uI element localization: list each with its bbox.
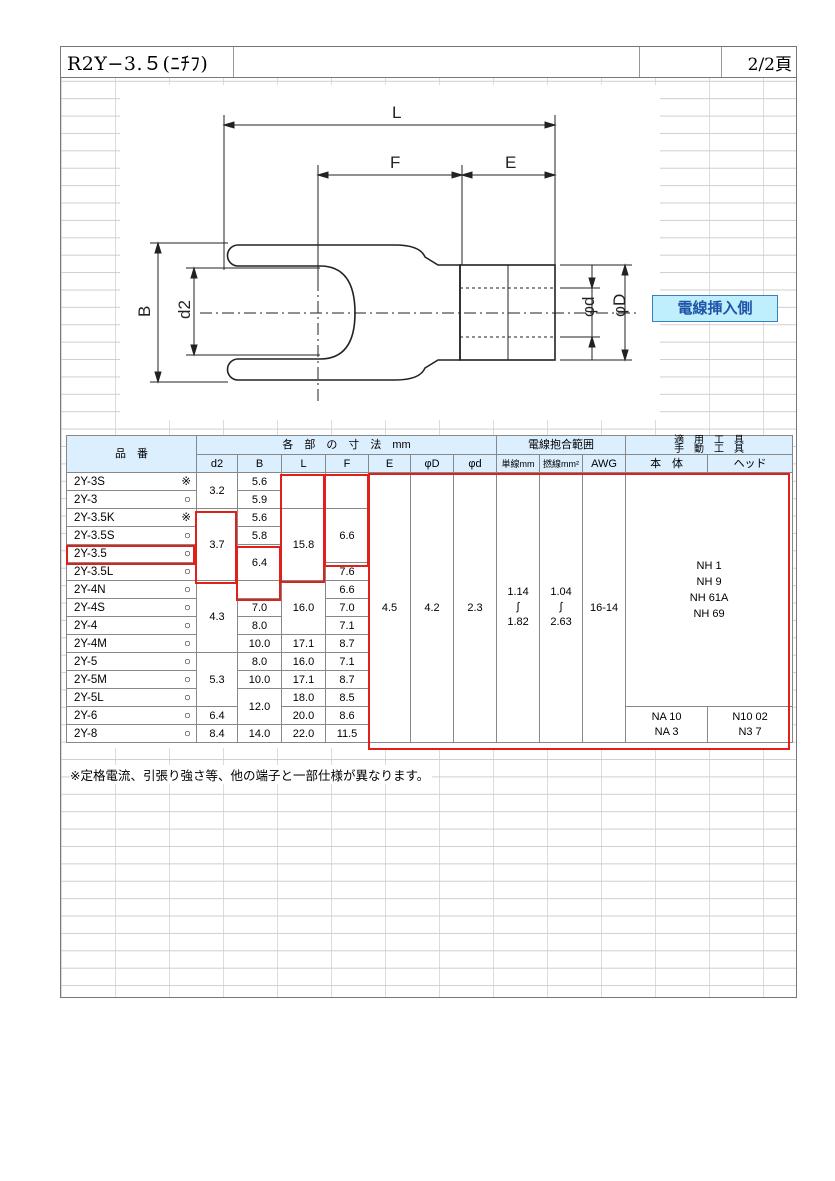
arrow <box>588 335 596 348</box>
sheet-header: R2Y−3.５(ﾆﾁﾌ) 2/2頁 <box>61 47 796 78</box>
arrow <box>544 171 557 179</box>
col-B: B <box>237 454 282 473</box>
table-row: 2Y-3.5S○5.8 <box>66 526 793 545</box>
col-part-number: 品 番 <box>66 435 197 473</box>
label-phid: φd <box>579 297 598 317</box>
label-d2: d2 <box>175 300 194 319</box>
arrow <box>190 266 198 279</box>
col-body: 本 体 <box>625 454 709 473</box>
arrow <box>544 121 557 129</box>
col-F: F <box>325 454 369 473</box>
terminal-drawing: L F E B d2 φd φD <box>120 85 660 420</box>
label-E: E <box>505 153 516 172</box>
header-divider <box>721 47 722 77</box>
arrow <box>621 263 629 276</box>
arrow <box>451 171 464 179</box>
label-B: B <box>135 306 154 317</box>
col-phid: φd <box>452 454 498 473</box>
mark-icon: ※ <box>181 475 191 488</box>
header-divider <box>639 47 640 77</box>
label-phiD: φD <box>610 294 629 317</box>
arrow <box>588 277 596 290</box>
col-L: L <box>281 454 326 473</box>
col-tools: 適 用 工 具手 動 工 具 <box>625 435 794 455</box>
footnote: ※定格電流、引張り強さ等、他の端子と一部仕様が異なります。 <box>70 765 433 784</box>
wire-insertion-side-label: 電線挿入側 <box>652 295 778 322</box>
label-F: F <box>390 153 400 172</box>
col-phiD: φD <box>410 454 454 473</box>
header-divider <box>233 47 234 77</box>
spec-table: 品 番 各 部 の 寸 法 mm 電線抱合範囲 適 用 工 具手 動 工 具 d… <box>66 435 794 748</box>
arrow <box>154 371 162 384</box>
arrow <box>154 241 162 254</box>
arrow <box>222 121 235 129</box>
label-L: L <box>392 103 401 122</box>
arrow <box>621 349 629 362</box>
table-row: 2Y-3S※ 3.2 5.6 4.5 4.2 2.3 1.14∫1.82 1.0… <box>66 472 794 743</box>
arrow <box>190 344 198 357</box>
col-head: ヘッド <box>707 454 794 473</box>
col-awg: AWG <box>582 454 627 473</box>
page-number: 2/2頁 <box>747 55 792 75</box>
col-d2: d2 <box>196 454 238 473</box>
arrow <box>460 171 473 179</box>
table-row: 2Y-3.5○6.4 <box>66 544 793 581</box>
col-dimensions: 各 部 の 寸 法 mm <box>195 435 498 455</box>
arrow <box>316 171 329 179</box>
col-E: E <box>368 454 411 473</box>
col-single: 単線mm <box>496 454 541 473</box>
col-wire-range: 電線抱合範囲 <box>496 435 627 455</box>
table-row: 2Y-3○5.9 <box>66 490 793 509</box>
document-title: R2Y−3.５(ﾆﾁﾌ) <box>67 53 209 75</box>
col-strand: 撚線mm² <box>539 454 584 473</box>
